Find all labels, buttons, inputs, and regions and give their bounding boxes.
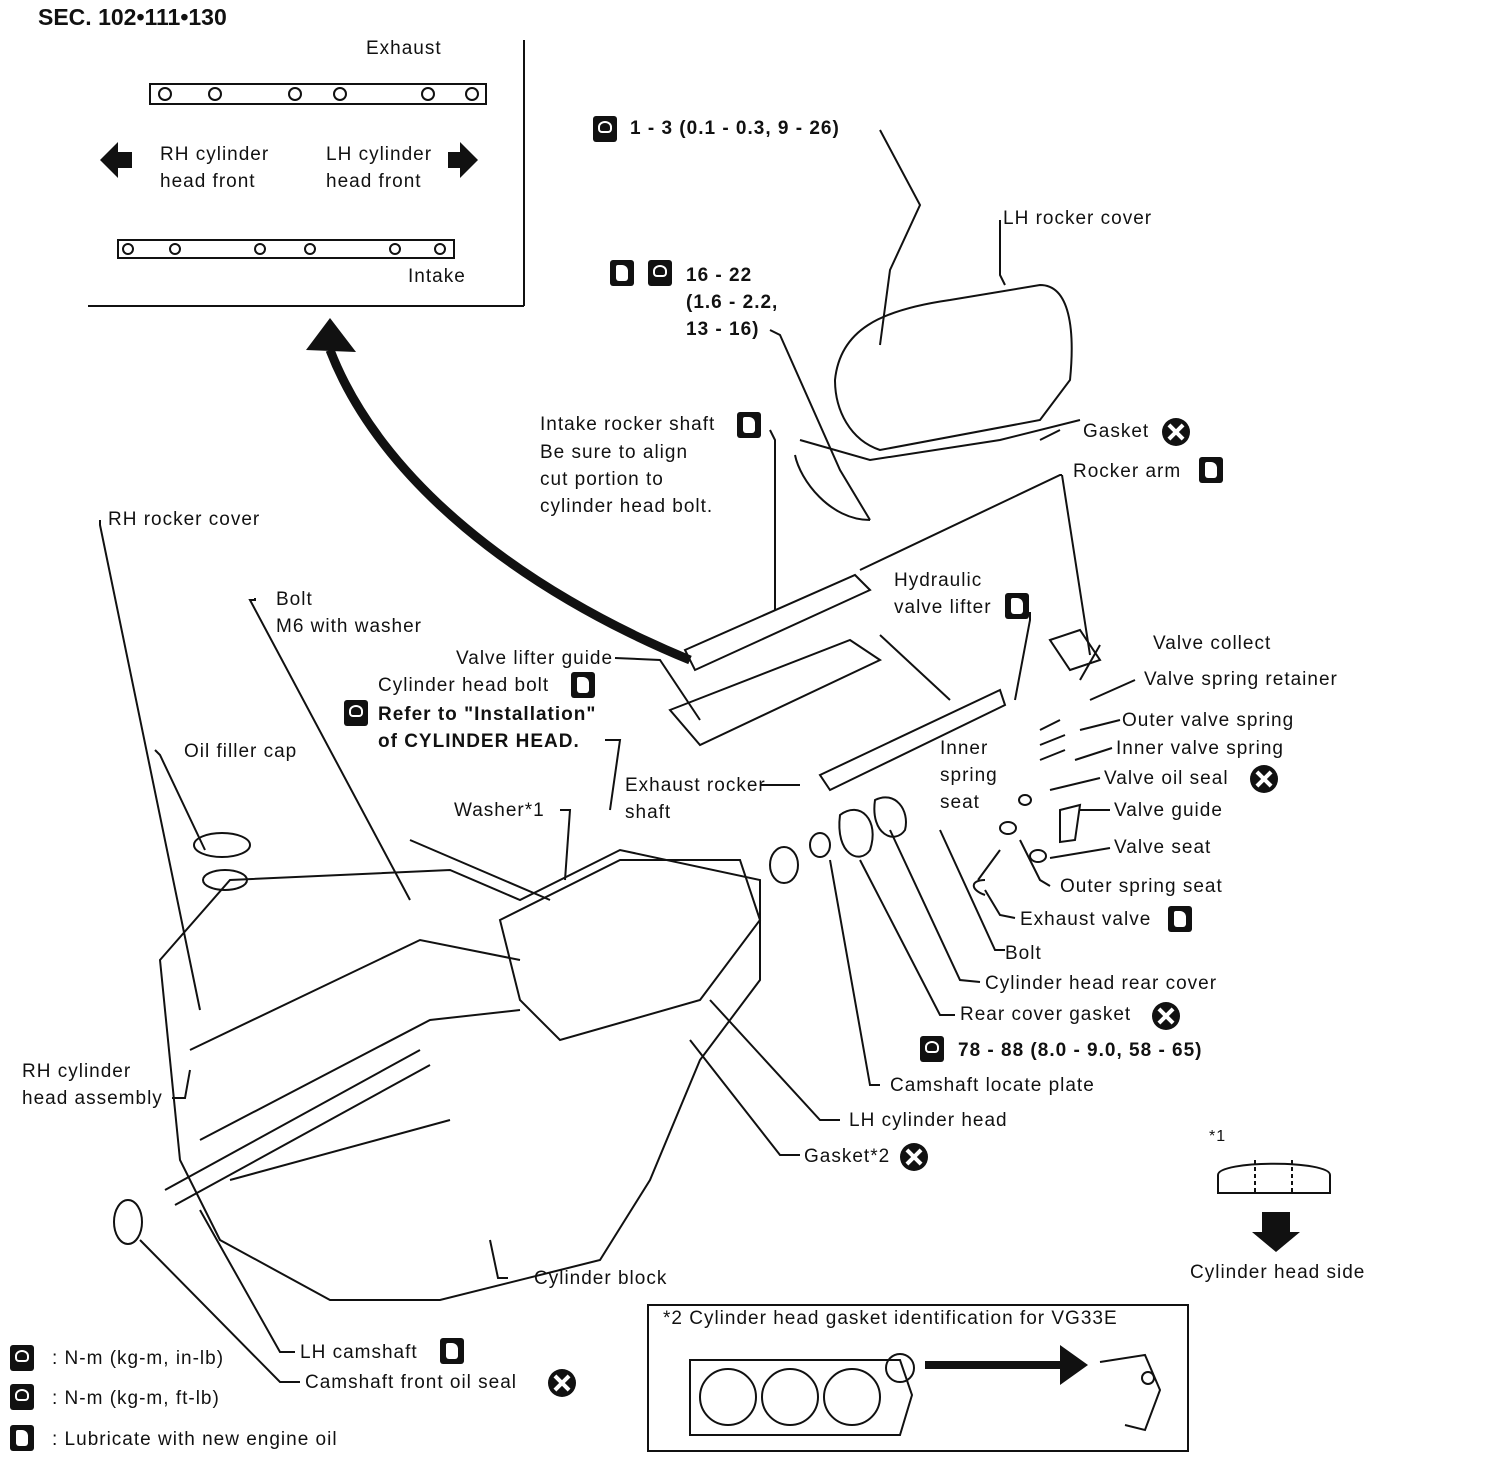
torque-16-line2: (1.6 - 2.2, [686, 292, 779, 313]
rocker-arm-label: Rocker arm [1073, 461, 1182, 482]
inner-spring-seat-2: spring [940, 765, 998, 786]
replace-icon [548, 1369, 576, 1397]
valve-oil-seal-label: Valve oil seal [1104, 768, 1229, 789]
lh-front-label-1: LH cylinder [326, 144, 433, 165]
lh-cyl-head-label: LH cylinder head [849, 1110, 1008, 1131]
oil-filler-cap [193, 832, 251, 858]
valve-guide-label: Valve guide [1114, 800, 1223, 821]
intake-gasket-strip [117, 239, 455, 259]
replace-icon [1250, 765, 1278, 793]
torque-icon [648, 260, 672, 286]
rh-front-label-2: head front [160, 171, 256, 192]
exhaust-shaft-label-2: shaft [625, 802, 672, 823]
bolt2-label: Bolt [1005, 943, 1042, 964]
refer-label-1: Refer to "Installation" [378, 704, 597, 725]
exhaust-shaft-label-1: Exhaust rocker [625, 775, 766, 796]
valve-spring-retainer-label: Valve spring retainer [1144, 669, 1338, 690]
valve-seat-label: Valve seat [1114, 837, 1212, 858]
torque-16-line1: 16 - 22 [686, 265, 753, 286]
gasket2-label: Gasket*2 [804, 1146, 891, 1167]
lubricate-icon [610, 260, 634, 286]
torque-icon [920, 1036, 944, 1062]
curved-arrow [325, 348, 692, 665]
bolt-label: Bolt [276, 589, 313, 610]
lh-rocker-cover-label: LH rocker cover [1003, 208, 1153, 229]
bolt-m6-label: M6 with washer [276, 616, 422, 637]
legend-item: : Lubricate with new engine oil [52, 1429, 338, 1450]
oil-filler-cap-label: Oil filler cap [184, 741, 298, 762]
valve-collect-label: Valve collect [1153, 633, 1272, 654]
camshaft-front-oil-seal [113, 1199, 143, 1245]
lubricate-icon [737, 412, 761, 438]
rear-cover-gasket-label: Rear cover gasket [960, 1004, 1132, 1025]
star1-label: *1 [1209, 1128, 1227, 1145]
lubricate-icon [440, 1338, 464, 1364]
outer-spring-seat-label: Outer spring seat [1060, 876, 1223, 897]
inner-valve-spring-label: Inner valve spring [1116, 738, 1284, 759]
legend-item: : N-m (kg-m, in-lb) [52, 1348, 225, 1369]
rh-head-label-1: RH cylinder [22, 1061, 132, 1082]
torque-nm-in-lb-icon [10, 1345, 34, 1371]
inner-spring-seat-3: seat [940, 792, 980, 813]
lh-camshaft-label: LH camshaft [300, 1342, 418, 1363]
camshaft-locate-label: Camshaft locate plate [890, 1075, 1095, 1096]
gasket-label: Gasket [1083, 421, 1150, 442]
torque-icon [344, 700, 368, 726]
lubricate-icon [1199, 457, 1223, 483]
intake-rocker-shaft [683, 573, 872, 672]
lubricate-icon [571, 672, 595, 698]
gasket-id-label: *2 Cylinder head gasket identification f… [663, 1308, 1118, 1329]
valve-lifter-guide-label: Valve lifter guide [456, 648, 614, 669]
left-arrow-icon [100, 142, 132, 178]
lh-rocker-cover-outline [833, 283, 1073, 452]
cyl-head-side-label: Cylinder head side [1190, 1262, 1366, 1283]
intake-shaft-line1: Intake rocker shaft [540, 414, 716, 435]
intake-label: Intake [408, 266, 466, 287]
valve-lifter-guide [668, 638, 883, 747]
replace-icon [900, 1143, 928, 1171]
section-number: SEC. 102•111•130 [38, 4, 227, 30]
intake-shaft-line4: cylinder head bolt. [540, 496, 714, 517]
rh-rocker-cover-label: RH rocker cover [108, 509, 261, 530]
down-arrow-icon [1252, 1212, 1300, 1252]
rh-head-label-2: head assembly [22, 1088, 163, 1109]
rear-cover-label: Cylinder head rear cover [985, 973, 1218, 994]
torque-16-line3: 13 - 16) [686, 319, 760, 340]
right-arrow-icon-2 [1060, 1345, 1088, 1385]
cam-oil-seal-label: Camshaft front oil seal [305, 1372, 518, 1393]
exhaust-valve-label: Exhaust valve [1020, 909, 1152, 930]
torque-top-label: 1 - 3 (0.1 - 0.3, 9 - 26) [630, 118, 840, 139]
rh-front-label-1: RH cylinder [160, 144, 270, 165]
exhaust-label: Exhaust [366, 38, 442, 59]
exhaust-gasket-strip [149, 83, 487, 105]
outer-valve-spring-label: Outer valve spring [1122, 710, 1295, 731]
replace-icon [1152, 1002, 1180, 1030]
washer-detail [1217, 1162, 1331, 1194]
cyl-head-bolt-label: Cylinder head bolt [378, 675, 550, 696]
hydraulic-label-1: Hydraulic [894, 570, 983, 591]
exhaust-rocker-shaft [818, 688, 1007, 792]
legend-item: : N-m (kg-m, ft-lb) [52, 1388, 220, 1409]
gasket-id-box [647, 1304, 1189, 1452]
torque-78-label: 78 - 88 (8.0 - 9.0, 58 - 65) [958, 1040, 1203, 1061]
refer-label-2: of CYLINDER HEAD. [378, 731, 580, 752]
torque-nm-ft-lb-icon [10, 1384, 34, 1410]
lh-front-label-2: head front [326, 171, 422, 192]
lubricate-icon [1005, 593, 1029, 619]
right-arrow-icon [448, 142, 478, 178]
torque-icon [593, 116, 617, 142]
inner-spring-seat-1: Inner [940, 738, 989, 759]
washer-label: Washer*1 [454, 800, 545, 821]
engine-block-outline [158, 848, 761, 1301]
replace-icon [1162, 418, 1190, 446]
intake-shaft-line2: Be sure to align [540, 442, 689, 463]
intake-shaft-line3: cut portion to [540, 469, 664, 490]
lubricate-oil-icon [10, 1425, 34, 1451]
cyl-block-label: Cylinder block [534, 1268, 668, 1289]
lubricate-icon [1168, 906, 1192, 932]
hydraulic-label-2: valve lifter [894, 597, 992, 618]
